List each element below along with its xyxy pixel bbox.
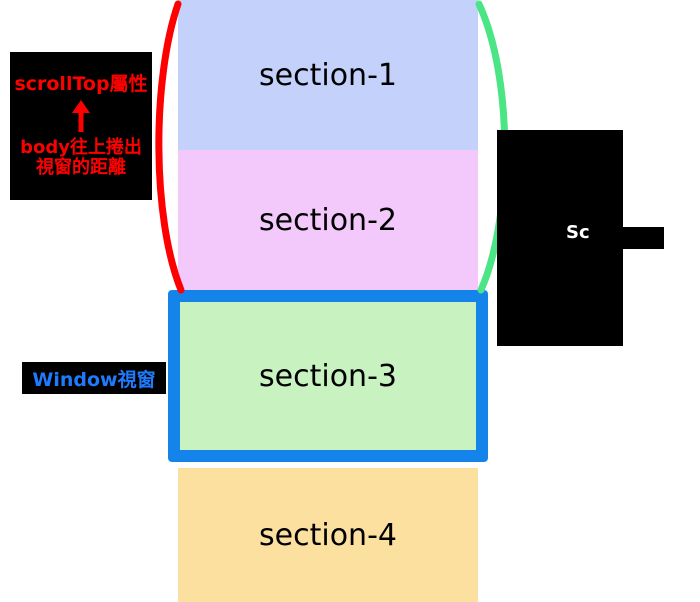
section-1-label: section-1 <box>259 57 397 93</box>
section-2-label: section-2 <box>259 202 397 238</box>
right-panel-callout-label: Sc <box>566 222 590 243</box>
section-1-block: section-1 <box>178 0 478 150</box>
section-2-block: section-2 <box>178 150 478 290</box>
scrolltop-callout: scrollTop屬性 body往上捲出 視窗的距離 <box>10 52 152 200</box>
label-occluder-bar <box>592 227 664 249</box>
section-4-label: section-4 <box>259 517 397 553</box>
scrolltop-callout-line-1: scrollTop屬性 <box>14 72 148 95</box>
section-4-block: section-4 <box>178 468 478 602</box>
window-callout: Window視窗 <box>22 362 166 394</box>
section-3-label: section-3 <box>259 358 397 394</box>
up-arrow-icon <box>72 99 90 132</box>
window-viewport-frame: section-3 <box>168 290 488 462</box>
window-callout-label: Window視窗 <box>32 368 156 391</box>
scrolltop-callout-line-2: body往上捲出 <box>20 136 142 158</box>
section-3-block: section-3 <box>180 302 476 450</box>
scrolltop-callout-line-3: 視窗的距離 <box>36 157 126 179</box>
